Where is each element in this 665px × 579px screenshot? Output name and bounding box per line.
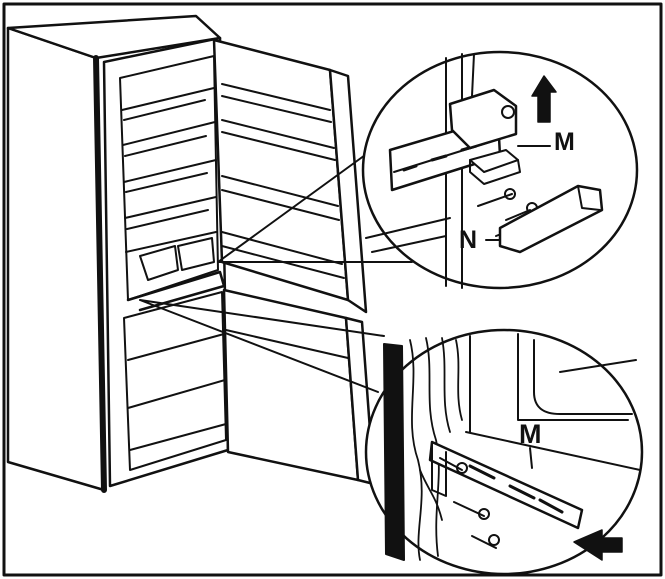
lower-m-leader	[529, 447, 533, 469]
label-m-lower: M	[519, 419, 542, 449]
cabinet-front-frame	[102, 36, 230, 488]
fridge-interior	[119, 55, 219, 301]
fridge-shelves	[121, 87, 217, 253]
upper-up-arrow	[531, 75, 557, 123]
label-n: N	[459, 226, 478, 254]
lower-rail-slots	[468, 464, 564, 514]
upper-callout-leader	[217, 149, 413, 263]
lower-door-panel	[222, 288, 360, 482]
cabinet-front-edge	[93, 55, 107, 493]
lower-detail-callout	[364, 328, 644, 576]
lower-door-shelf	[225, 329, 349, 359]
lower-door	[222, 288, 376, 486]
refrigerator	[6, 14, 230, 493]
cabinet-left-side	[6, 26, 106, 492]
freezer-drawers	[127, 333, 227, 451]
upper-detail-circle	[361, 50, 639, 290]
label-m-upper: M	[554, 128, 575, 156]
upper-door	[212, 38, 368, 314]
compartment-divider	[126, 270, 226, 312]
lower-screws	[439, 457, 500, 549]
lower-mount-rail	[428, 440, 584, 530]
crisper-bin	[139, 245, 179, 281]
lower-wood-edge	[383, 343, 405, 561]
freezer-interior	[123, 291, 227, 471]
upper-hinge-block	[448, 88, 518, 150]
callout-leaders	[139, 149, 413, 393]
lower-wood-grain	[409, 337, 463, 561]
upper-door-outer-edge	[328, 68, 368, 314]
lower-callout-leader	[139, 299, 385, 393]
upper-hinge-screw	[501, 105, 515, 119]
lower-arrow	[573, 529, 623, 561]
crisper-bin-2	[177, 237, 215, 271]
upper-detail-callout	[361, 50, 639, 290]
